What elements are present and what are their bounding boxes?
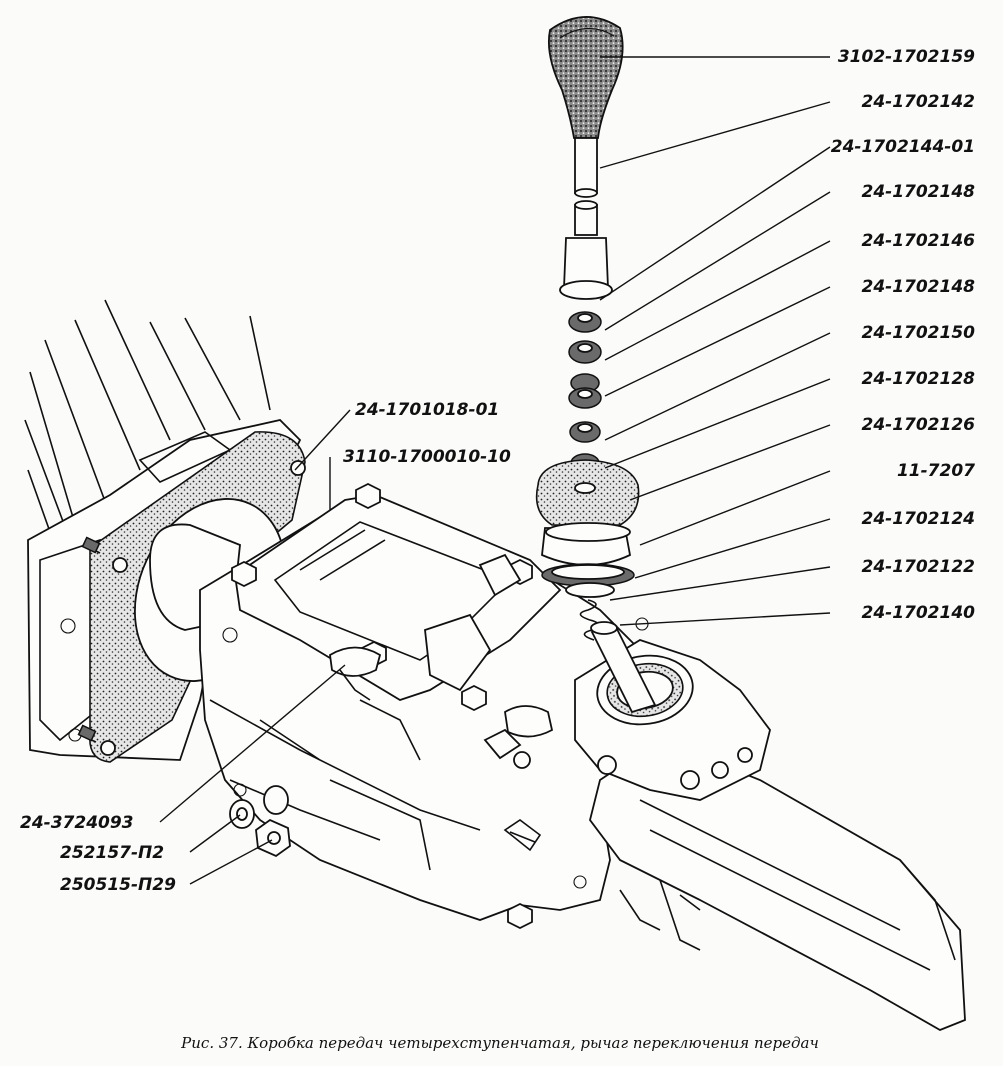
part-label-lever-upper: 24-1702142 [861, 92, 975, 112]
part-label-knob: 3102-1702159 [838, 47, 975, 67]
part-label-boot: 24-1702126 [861, 415, 975, 435]
part-label-spring-seat: 24-1702150 [861, 323, 975, 343]
part-label-switch: 24-3724093 [20, 813, 134, 833]
figure-caption: Рис. 37. Коробка передач четырехступенча… [180, 1034, 819, 1052]
shift-lever-stack [535, 16, 657, 714]
part-label-gasket: 24-1701018-01 [355, 400, 499, 420]
leader-line-clamp [639, 470, 831, 546]
leader-line-lever-shaft [619, 612, 831, 626]
part-label-lever-lower: 24-1702144-01 [831, 137, 975, 157]
part-label-retainer: 24-1702124 [861, 509, 975, 529]
part-labels: 3102-1702159 24-1702142 24-1702144-01 24-17… [20, 47, 975, 895]
part-label-lever-shaft: 24-1702140 [861, 603, 975, 623]
leader-line-switch [159, 664, 346, 823]
leader-line-lever-upper [599, 101, 831, 169]
leader-line-spring-seat [604, 332, 831, 441]
part-label-washer-b: 24-1702148 [861, 277, 975, 297]
part-label-clamp: 11-7207 [897, 461, 975, 481]
knob-shape [547, 16, 624, 139]
leader-line-spring-washer [604, 378, 831, 469]
leader-lines [159, 56, 831, 885]
leader-line-lock-washer [189, 814, 241, 853]
leader-line-washer-b [604, 286, 831, 397]
leader-line-lever-lower [599, 146, 831, 301]
leader-line-washer-a [604, 191, 831, 331]
leader-line-nut [189, 839, 273, 885]
gearbox-housing [149, 482, 662, 930]
cover-bolts [231, 482, 533, 712]
switch-parts [229, 646, 382, 858]
part-label-gearbox: 3110-1700010-10 [343, 447, 511, 467]
part-label-spring: 24-1702122 [861, 557, 975, 577]
leader-line-gasket [294, 409, 351, 471]
leader-line-boot [629, 424, 831, 501]
part-label-lock-washer: 252157-П2 [60, 843, 164, 863]
part-label-bushing: 24-1702146 [861, 231, 975, 251]
leader-line-bushing [604, 240, 831, 361]
part-label-spring-washer: 24-1702128 [861, 369, 975, 389]
part-label-nut: 250515-П29 [60, 875, 176, 895]
leader-line-spring [609, 566, 831, 601]
part-label-washer-a: 24-1702148 [861, 182, 975, 202]
leader-line-retainer [634, 518, 831, 579]
